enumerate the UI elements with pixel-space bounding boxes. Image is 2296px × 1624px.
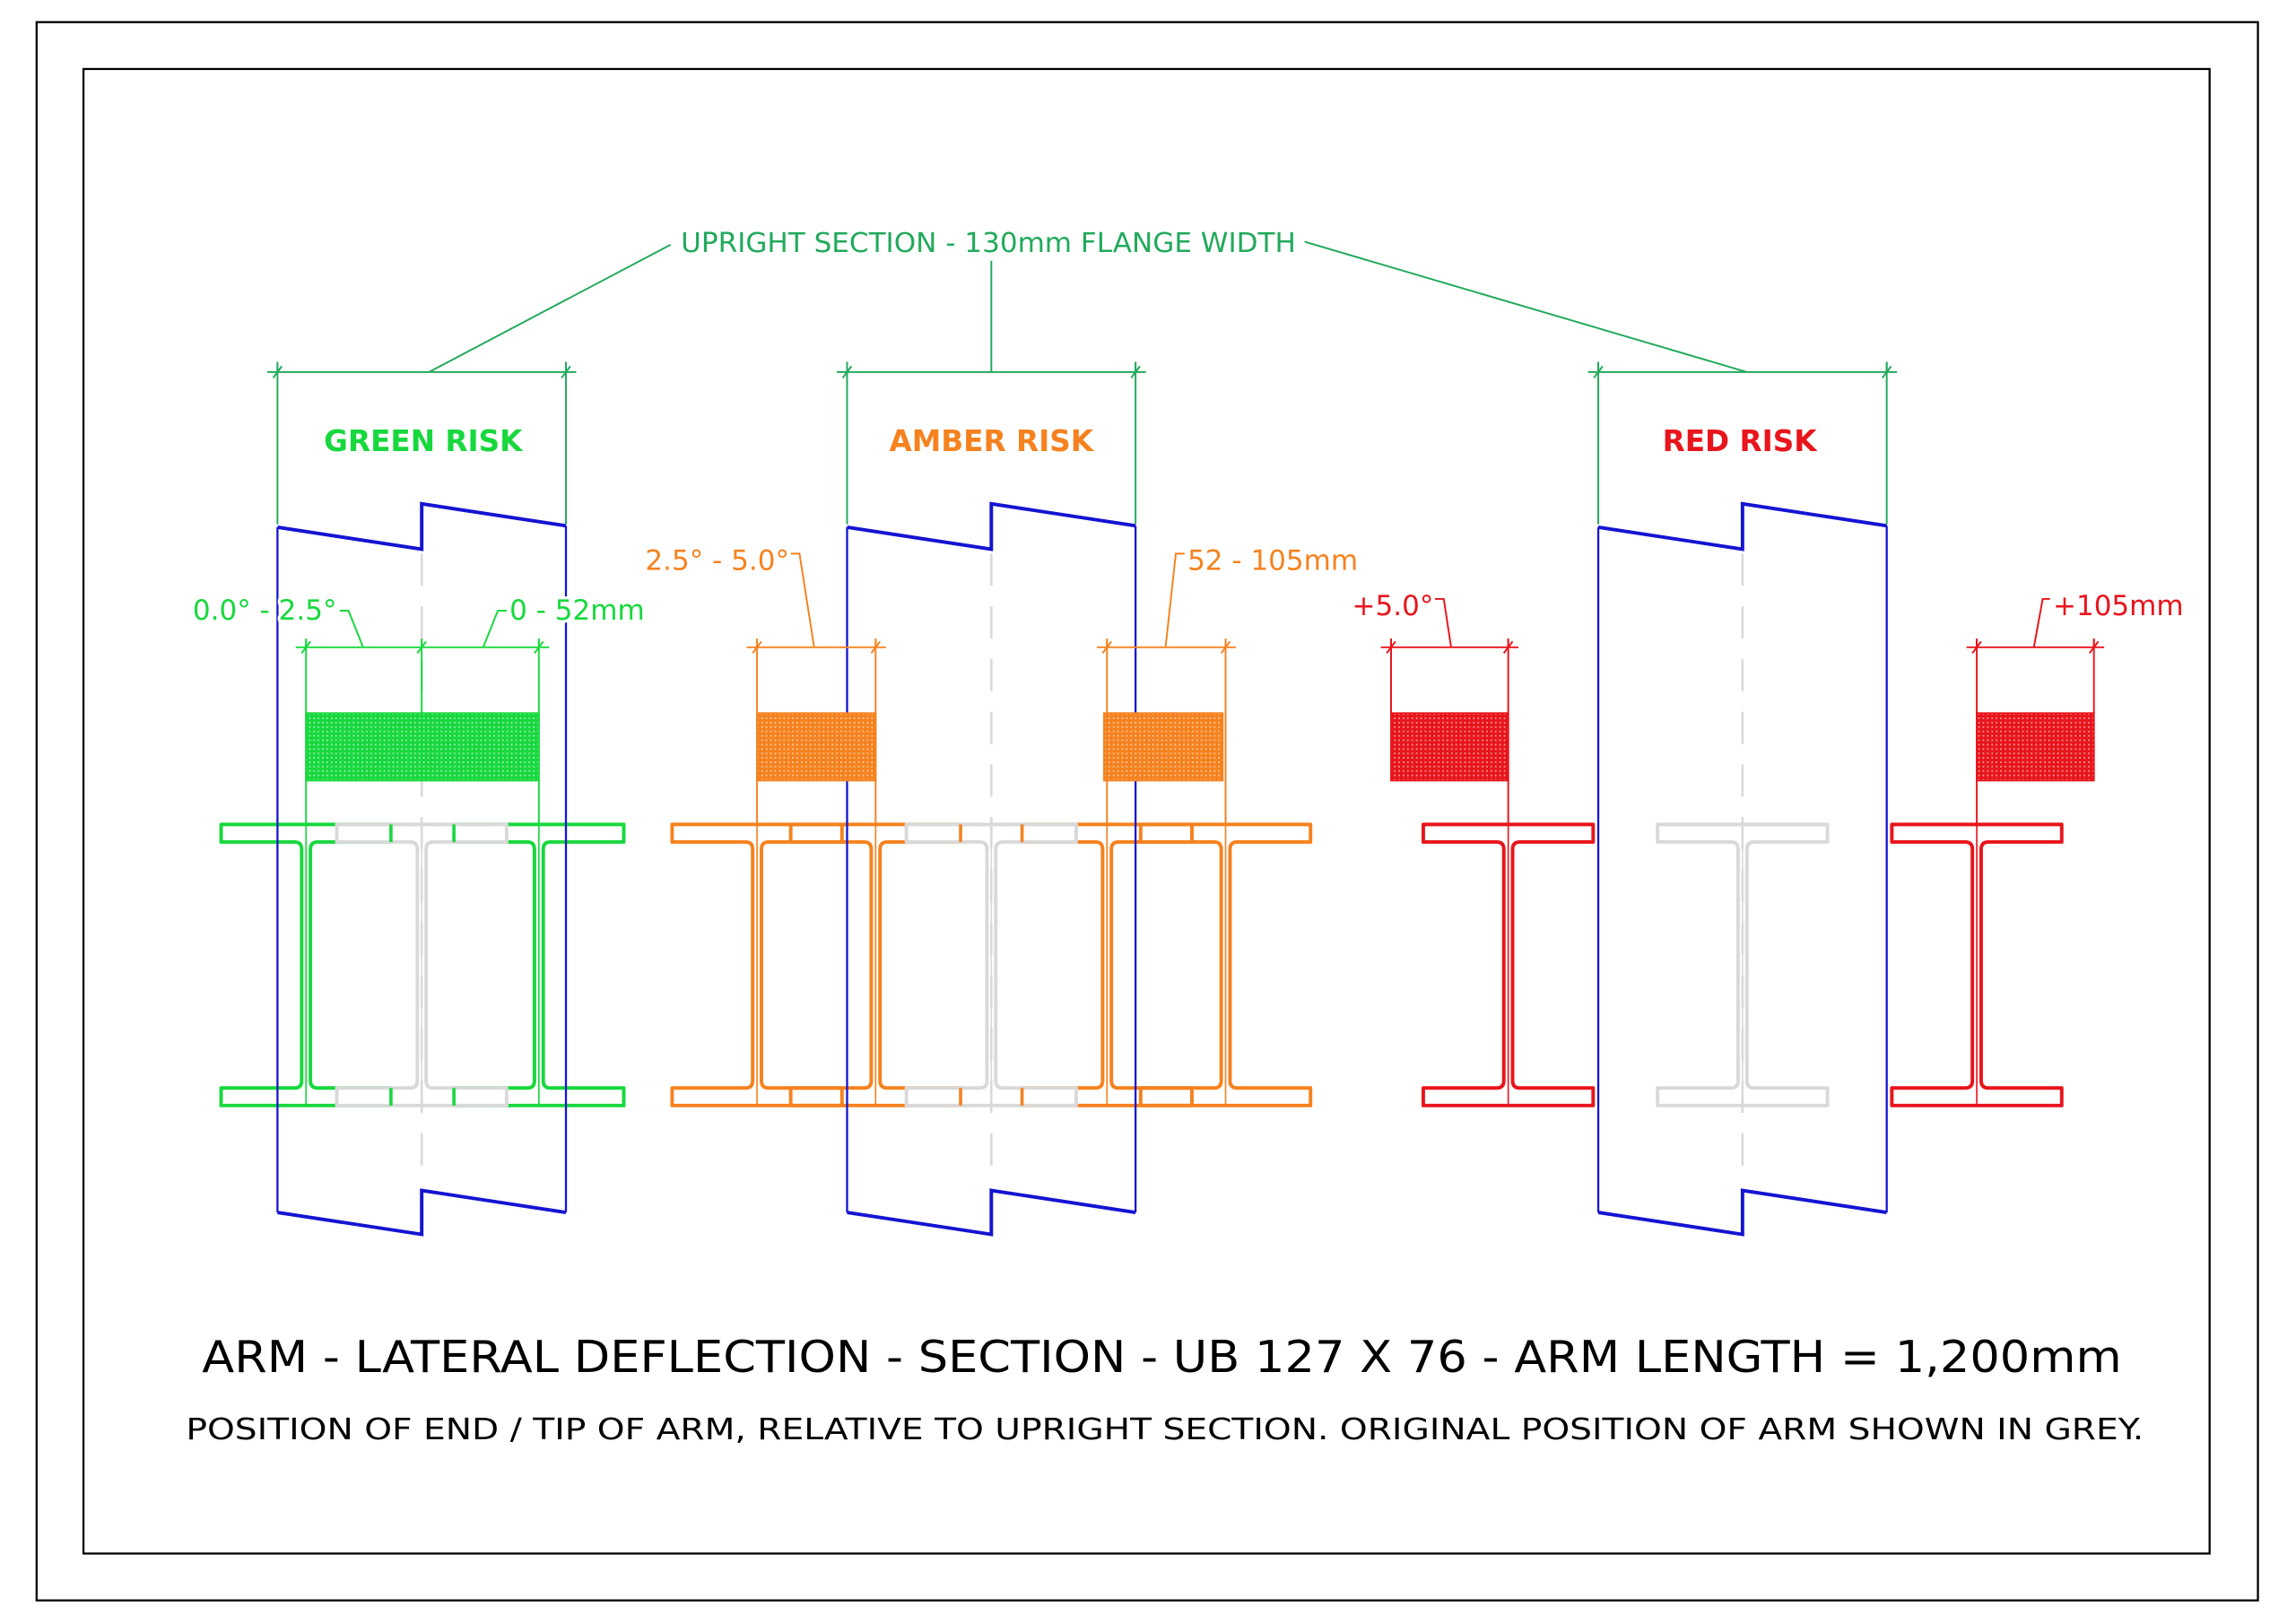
upright-break-bottom bbox=[277, 1188, 567, 1237]
deflection-label-amber: 52 - 105mm bbox=[1187, 544, 1358, 577]
risk-label-red: RED RISK bbox=[1663, 424, 1819, 458]
deflection-zone-hatch bbox=[1103, 712, 1224, 782]
risk-label-amber: AMBER RISK bbox=[890, 424, 1095, 458]
deflection-zone-hatch bbox=[1976, 712, 2095, 782]
angle-label-amber: 2.5° - 5.0° bbox=[645, 544, 789, 577]
deflection-label-red: +105mm bbox=[2053, 590, 2184, 622]
angle-label-red: +5.0° bbox=[1352, 590, 1434, 622]
arm-section-red-right bbox=[1890, 822, 2064, 1107]
upright-section-label: UPRIGHT SECTION - 130mm FLANGE WIDTH bbox=[681, 228, 1296, 259]
upright-break-bottom bbox=[1597, 1188, 1887, 1237]
leader-line bbox=[339, 610, 364, 648]
deflection-zone-hatch bbox=[756, 712, 877, 782]
deflection-zone-hatch bbox=[305, 712, 540, 782]
drawing-subtitle: POSITION OF END / TIP OF ARM, RELATIVE T… bbox=[186, 1412, 2144, 1446]
leader-line bbox=[1164, 552, 1185, 647]
arm-section-green-right bbox=[452, 822, 626, 1107]
leader-line bbox=[2032, 597, 2050, 648]
leader-line bbox=[790, 552, 815, 647]
leader-line bbox=[1435, 597, 1452, 647]
upright-leader bbox=[428, 240, 1748, 373]
upright-break-top bbox=[1597, 501, 1887, 551]
angle-label-green: 0.0° - 2.5° bbox=[193, 595, 337, 627]
inner-border bbox=[82, 67, 2211, 1555]
upright-break-top bbox=[277, 501, 567, 551]
deflection-label-green: 0 - 52mm bbox=[509, 595, 645, 627]
leader-line bbox=[482, 610, 507, 648]
outer-border bbox=[35, 21, 2259, 1602]
arm-section-red-left bbox=[1421, 822, 1596, 1107]
upright-break-top bbox=[847, 501, 1136, 551]
upright-break-bottom bbox=[847, 1188, 1136, 1237]
deflection-zone-hatch bbox=[1390, 712, 1509, 782]
drawing-title: ARM - LATERAL DEFLECTION - SECTION - UB … bbox=[202, 1332, 2121, 1383]
risk-label-green: GREEN RISK bbox=[324, 424, 524, 458]
arm-section-amber-4 bbox=[1138, 822, 1313, 1107]
